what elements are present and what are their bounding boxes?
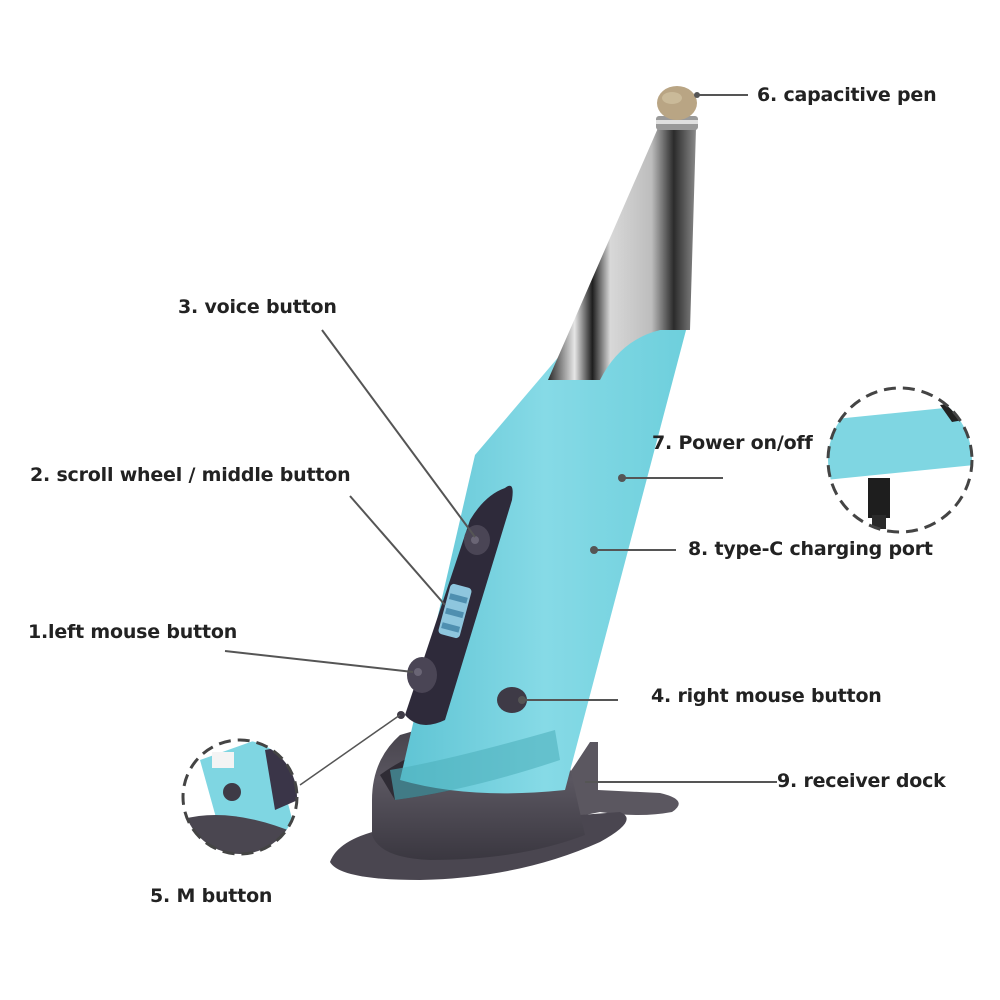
leader-3 [321,329,476,538]
label-capacitive-pen: 6. capacitive pen [757,84,937,106]
leader-2 [349,495,446,606]
label-scroll-wheel: 2. scroll wheel / middle button [30,464,351,486]
m-button [397,711,405,719]
inset-charging-port [826,386,974,534]
label-receiver-dock: 9. receiver dock [777,770,946,792]
button-panel [397,485,527,725]
left-button [407,657,437,693]
leader-lines [224,94,777,786]
leader-1 [224,650,414,673]
leader-5 [299,714,401,786]
label-voice-button: 3. voice button [178,296,337,318]
right-button [497,687,527,713]
label-type-c-charging-port: 8. type-C charging port [688,538,933,560]
label-power-on-off: 7. Power on/off [652,432,813,454]
leader-dots [518,92,700,704]
label-m-button: 5. M button [150,885,273,907]
inset-m-button [181,738,299,856]
label-left-mouse-button: 1.left mouse button [28,621,238,643]
label-right-mouse-button: 4. right mouse button [651,685,882,707]
pen-body [390,288,690,800]
metal-tip [548,86,698,380]
